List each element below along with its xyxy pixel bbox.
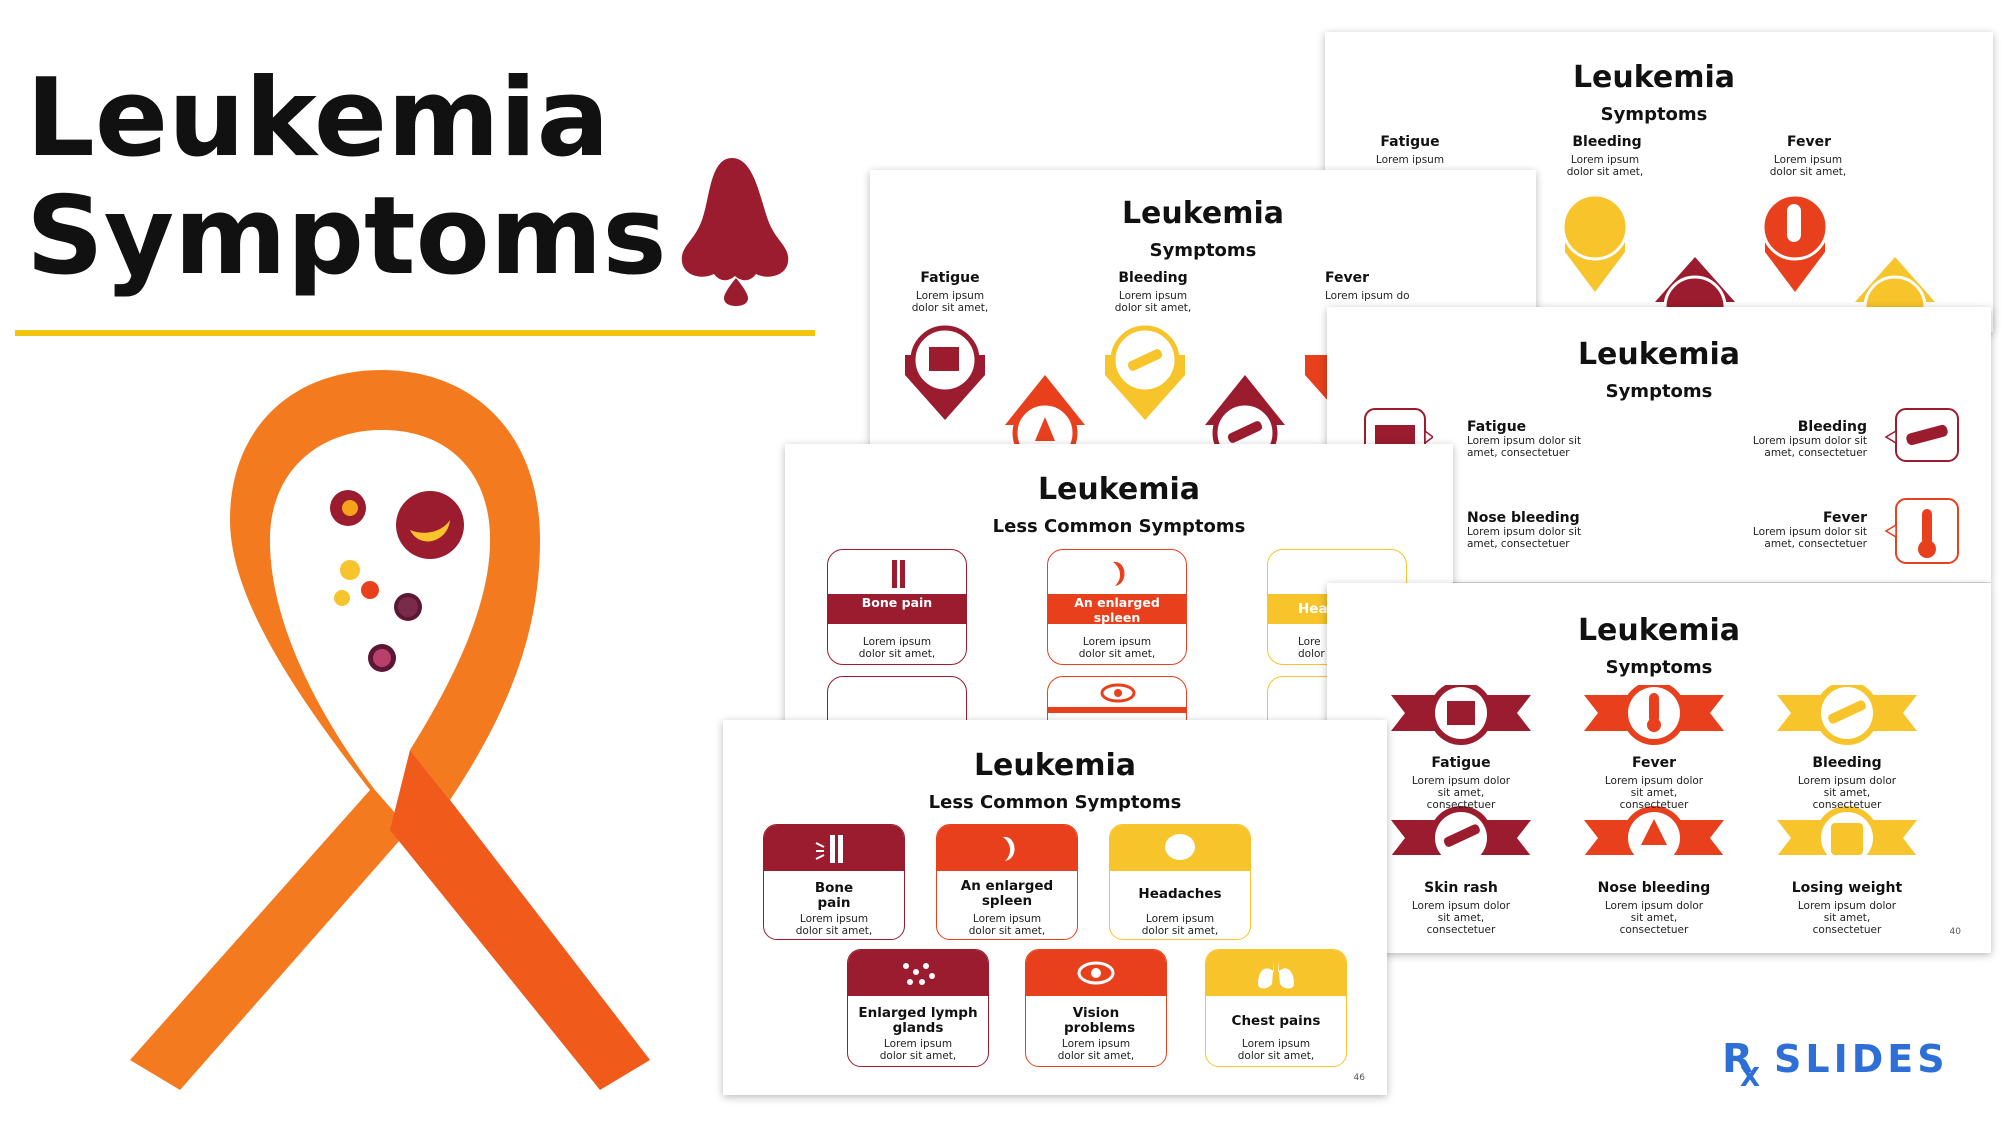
slide-e-icon-grid <box>1391 685 1917 855</box>
lungs-icon <box>1258 960 1294 989</box>
slide-f-subtitle: Less Common Symptoms <box>928 792 1182 813</box>
slide-d-card-label: Bone pain <box>861 595 933 610</box>
slide-a-item-text: Lorem ipsum dolor sit amet, <box>1769 154 1847 178</box>
spleen-icon <box>1113 561 1125 586</box>
nose-bleed-icon <box>681 158 789 306</box>
slide-c-item-text: Lorem ipsum dolor sit amet, consectetuer <box>1752 435 1867 459</box>
slide-d-card: An enlarged spleen Lorem ipsum dolor sit… <box>1047 549 1187 665</box>
slide-c-item-label: Fatigue <box>1467 419 1527 435</box>
slide-f-card-label: Bone pain <box>814 880 854 911</box>
hero-title-line1: Leukemia <box>26 56 610 181</box>
slide-e-item-text: Lorem ipsum dolor sit amet, consectetuer <box>1797 775 1897 811</box>
slide-f-card-label: Chest pains <box>1231 1013 1321 1029</box>
slide-e-item-label: Nose bleeding <box>1597 880 1711 896</box>
slide-f-card-text: Lorem ipsum dolor sit amet, <box>879 1038 957 1062</box>
slide-f-card-text: Lorem ipsum dolor sit amet, <box>1141 913 1219 937</box>
slide-c-item-text: Lorem ipsum dolor sit amet, consectetuer <box>1752 526 1867 550</box>
slide-e-title: Leukemia <box>1577 613 1741 648</box>
slide-b-item-label: Fever <box>1324 270 1370 286</box>
slide-c-item-label: Fever <box>1822 510 1867 526</box>
slide-e-item-text: Lorem ipsum dolor sit amet, consectetuer <box>1604 900 1704 936</box>
slide-e-item-label: Losing weight <box>1791 880 1903 896</box>
slide-c-item-text: Lorem ipsum dolor sit amet, consectetuer <box>1467 526 1582 550</box>
slide-f-title: Leukemia <box>973 748 1137 783</box>
slide-d-card-label: An enlarged spleen <box>1074 595 1160 625</box>
lymph-glands-icon <box>903 963 935 985</box>
slide-a-title: Leukemia <box>1572 60 1736 95</box>
slide-e-item-label: Bleeding <box>1812 755 1882 771</box>
slide-b-item-label: Bleeding <box>1118 270 1188 286</box>
slide-a-item-label: Bleeding <box>1572 134 1642 150</box>
slide-b-item-text: Lorem ipsum do <box>1325 290 1410 302</box>
slide-f: Leukemia Less Common Symptoms Bone pain … <box>723 720 1387 1095</box>
slide-e-item-label: Skin rash <box>1424 880 1498 896</box>
rx-slides-logo-icon: R X SLIDES <box>1722 1036 1949 1093</box>
slide-e-item-text: Lorem ipsum dolor sit amet, consectetuer <box>1797 900 1897 936</box>
slide-f-card-text: Lorem ipsum dolor sit amet, <box>1237 1038 1315 1062</box>
slide-d-card-text: Lorem ipsum dolor sit amet, <box>858 636 936 660</box>
slide-c-item-label: Bleeding <box>1797 419 1867 435</box>
eye-icon <box>1077 961 1115 985</box>
hero-divider <box>15 330 815 336</box>
slide-e-page-number: 40 <box>1949 927 1961 937</box>
slide-b-title: Leukemia <box>1121 196 1285 231</box>
slide-e-item-text: Lorem ipsum dolor sit amet, consectetuer <box>1411 775 1511 811</box>
svg-text:R: R <box>1722 1036 1753 1082</box>
hero-title: Leukemia Symptoms <box>26 60 667 296</box>
slide-d-card: Bone pain Lorem ipsum dolor sit amet, <box>827 549 967 665</box>
hero-title-line2: Symptoms <box>26 174 667 299</box>
slide-c-item-label: Nose bleeding <box>1467 510 1580 526</box>
slide-b-item-text: Lorem ipsum dolor sit amet, <box>911 290 989 314</box>
slide-e: Leukemia Symptoms Fatigue Lorem ipsum do… <box>1327 583 1991 953</box>
slide-e-item-text: Lorem ipsum dolor sit amet, consectetuer <box>1411 900 1511 936</box>
rx-slides-logo: R X SLIDES <box>1722 1032 1972 1096</box>
brain-icon <box>1165 834 1195 860</box>
slide-f-page-number: 46 <box>1353 1073 1365 1083</box>
slide-f-card-text: Lorem ipsum dolor sit amet, <box>968 913 1046 937</box>
slide-f-card: Bone pain Lorem ipsum dolor sit amet, <box>763 824 905 940</box>
slide-f-card: Enlarged lymph glands Lorem ipsum dolor … <box>847 949 989 1067</box>
slide-c-item-text: Lorem ipsum dolor sit amet, consectetuer <box>1467 435 1582 459</box>
slide-f-card-label: Headaches <box>1138 886 1222 902</box>
spleen-icon <box>1003 836 1015 861</box>
slide-b-item-label: Fatigue <box>920 270 980 286</box>
slide-f-card-text: Lorem ipsum dolor sit amet, <box>1057 1038 1135 1062</box>
slide-d-subtitle: Less Common Symptoms <box>992 516 1246 537</box>
svg-text:SLIDES: SLIDES <box>1774 1037 1949 1081</box>
awareness-ribbon-icon <box>130 370 650 1090</box>
slide-e-subtitle: Symptoms <box>1605 657 1713 678</box>
slide-c-subtitle: Symptoms <box>1605 381 1713 402</box>
slide-f-card: Vision problems Lorem ipsum dolor sit am… <box>1025 949 1167 1067</box>
bone-pain-icon <box>892 560 905 588</box>
slide-f-card-text: Lorem ipsum dolor sit amet, <box>795 913 873 937</box>
eye-icon <box>1100 683 1136 703</box>
slide-b-item-text: Lorem ipsum dolor sit amet, <box>1114 290 1192 314</box>
slide-a-item-label: Fever <box>1786 134 1832 150</box>
slide-f-card: Chest pains Lorem ipsum dolor sit amet, <box>1205 949 1347 1067</box>
slide-d-card-text: Lore dolor <box>1298 636 1325 660</box>
slide-a-item-label: Fatigue <box>1380 134 1440 150</box>
slide-f-card-label: Enlarged lymph glands <box>858 1005 978 1036</box>
slide-e-item-text: Lorem ipsum dolor sit amet, consectetuer <box>1604 775 1704 811</box>
slide-a-item-text: Lorem ipsum <box>1375 154 1445 166</box>
svg-text:X: X <box>1740 1063 1760 1092</box>
slide-e-item-label: Fever <box>1631 755 1677 771</box>
slide-e-item-label: Fatigue <box>1431 755 1491 771</box>
slide-d-title: Leukemia <box>1037 472 1201 507</box>
thermometer-icon <box>1884 498 1959 564</box>
bleeding-icon <box>1884 408 1959 462</box>
bone-pain-icon <box>815 835 843 863</box>
slide-a-subtitle: Symptoms <box>1600 104 1708 125</box>
slide-c-title: Leukemia <box>1577 337 1741 372</box>
slide-f-card-label: An enlarged spleen <box>960 878 1054 909</box>
slide-b-subtitle: Symptoms <box>1149 240 1257 261</box>
slide-f-card: Headaches Lorem ipsum dolor sit amet, <box>1109 824 1251 940</box>
slide-f-card-label: Vision problems <box>1064 1005 1136 1036</box>
slide-f-card: An enlarged spleen Lorem ipsum dolor sit… <box>936 824 1078 940</box>
slide-a-item-text: Lorem ipsum dolor sit amet, <box>1566 154 1644 178</box>
slide-d-card-text: Lorem ipsum dolor sit amet, <box>1078 636 1156 660</box>
